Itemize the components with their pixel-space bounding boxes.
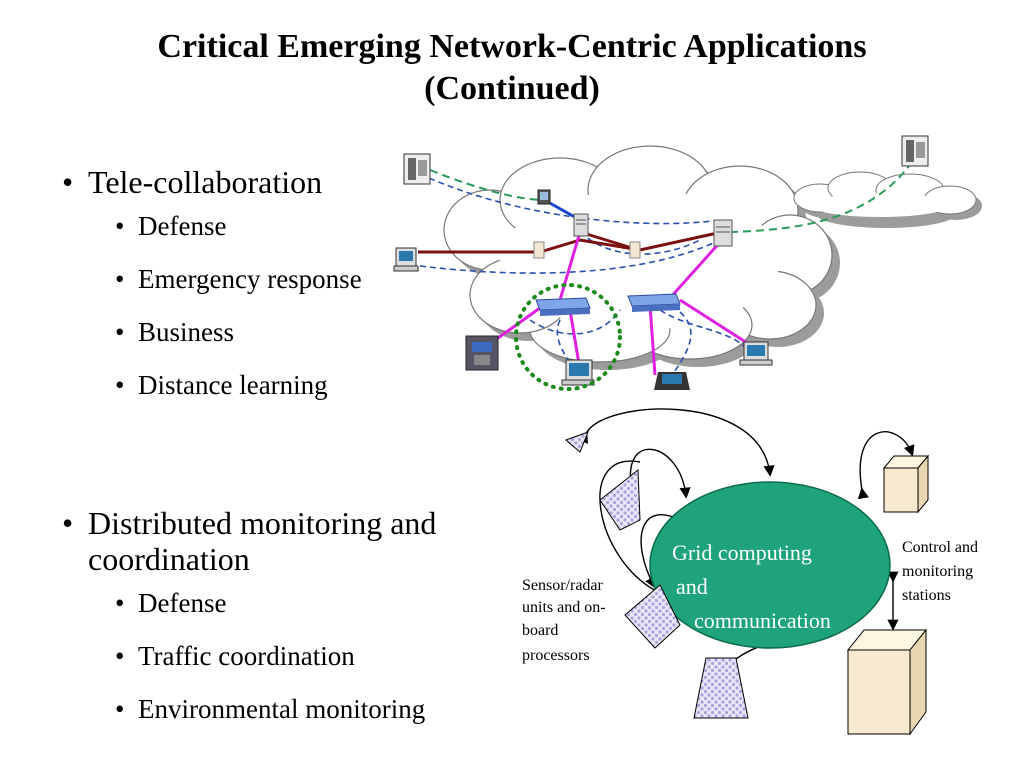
remote-cloud [793,171,982,228]
sensor-icon [599,468,641,531]
bullet-item: Defense [62,200,362,253]
sensor-icon [624,584,681,649]
green-dashed-links [429,161,913,233]
sensor-icon [693,657,749,719]
grid-diagram: Grid computing and communication Sensor/… [522,408,978,736]
bullet-heading: Distributed monitoring and coordination [62,505,436,577]
computer-icon [561,359,595,386]
computer-icon [393,247,419,272]
bullet-item: Environmental monitoring [62,683,436,736]
control-label-line: stations [902,587,951,604]
sensor-label-line: board [522,622,558,639]
station-box-small [882,454,930,514]
control-label-line: monitoring [902,563,973,580]
phone-icon [403,153,431,185]
grid-label-line-2: and [676,574,708,599]
laptop-icon [654,372,690,390]
bullet-heading: Tele-collaboration [62,164,362,200]
bullet-item: Distance learning [62,359,362,412]
sensor-icon [565,431,589,453]
desk-phone-icon [465,335,499,371]
sensor-label-line: processors [522,647,590,664]
sensor-label-line: units and on- [522,599,606,616]
slide-title: Critical Emerging Network-Centric Applic… [0,26,1024,110]
grid-label-line-3: communication [694,608,831,633]
router-icon [627,293,681,312]
grid-ellipse [649,481,891,649]
bullet-group-monitoring: Distributed monitoring and coordination … [62,505,436,736]
bullet-item: Traffic coordination [62,630,436,683]
sensor-label-line: Sensor/radar [522,577,604,594]
network-cloud [443,145,840,370]
bullet-item: Emergency response [62,253,362,306]
bullet-item: Business [62,306,362,359]
bullet-item: Defense [62,577,436,630]
grid-label-line-1: Grid computing [672,540,812,565]
workstation-icon [537,189,551,205]
server-icon [713,219,733,247]
bullet-heading-line-1: Distributed monitoring and [88,505,437,541]
computer-icon [739,341,773,366]
highlight-circle [514,283,622,391]
node-icon [533,241,641,259]
title-line-2: (Continued) [424,70,600,107]
bullet-group-telecollab: Tele-collaboration Defense Emergency res… [62,164,362,412]
station-box-large [846,628,928,736]
router-icon [535,297,591,316]
control-label-line: Control and [902,539,978,556]
server-icon [573,213,589,237]
backbone-link [418,230,723,254]
title-line-1: Critical Emerging Network-Centric Applic… [157,28,867,65]
phone-icon [901,135,929,167]
bullet-heading-line-2: coordination [88,541,250,577]
